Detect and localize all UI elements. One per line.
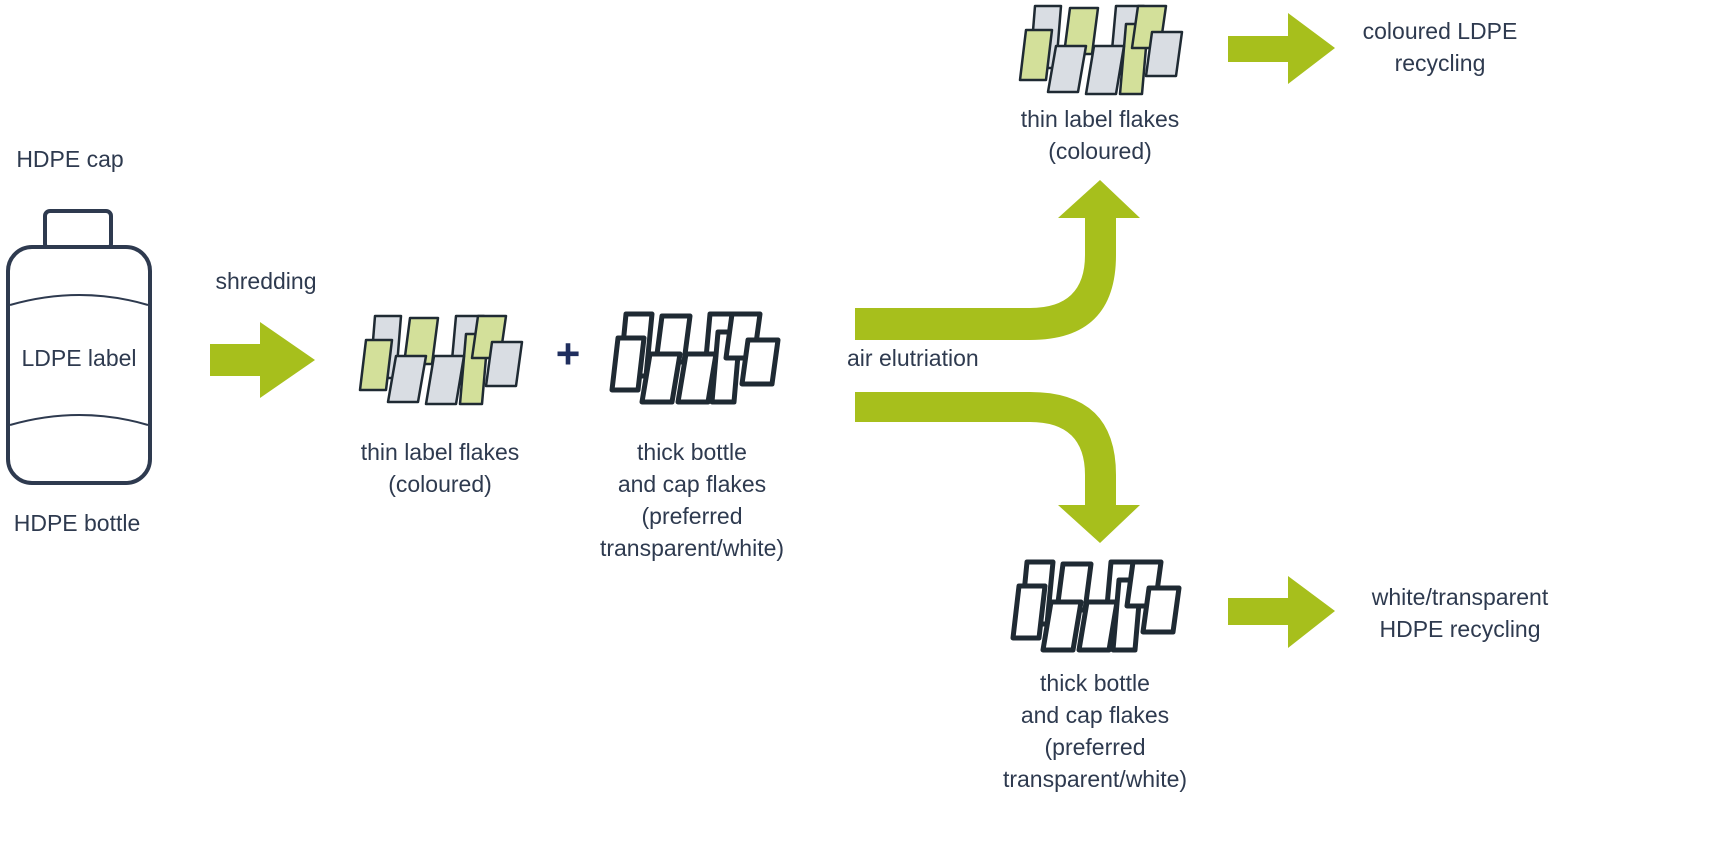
arrow-right-icon <box>1228 576 1335 648</box>
arrow-right-icon <box>210 322 315 398</box>
flake-shape <box>639 351 683 405</box>
thick-flakes-mid-label: thick bottle and cap flakes (preferred t… <box>599 439 785 561</box>
thin-label-flakes-top-label: thin label flakes (coloured) <box>1020 106 1180 164</box>
hdpe-bottle-label: HDPE bottle <box>13 510 141 536</box>
flake-shape <box>1084 44 1126 96</box>
flake-shape <box>1046 44 1088 94</box>
flake-shape <box>1140 585 1182 635</box>
shredding-label: shredding <box>215 268 317 294</box>
flake-shape <box>1010 583 1048 641</box>
thick-flakes-icon <box>609 311 781 405</box>
flake-shape <box>1040 599 1084 653</box>
arrow-right-icon <box>1228 13 1335 84</box>
thin-label-flakes-mid-label: thin label flakes (coloured) <box>360 439 520 497</box>
air-elutriation-label: air elutriation <box>847 345 979 371</box>
hdpe-bottle-icon <box>6 209 152 485</box>
plus-sign: + <box>556 330 581 377</box>
thin-flakes-icon <box>358 314 524 406</box>
flake-shape <box>424 354 466 406</box>
white-hdpe-recycling-label: white/transparent HDPE recycling <box>1371 584 1549 642</box>
flake-shape <box>675 351 719 405</box>
flake-shape <box>484 340 524 388</box>
ldpe-label-label: LDPE label <box>21 345 137 371</box>
flake-shape <box>1018 28 1054 82</box>
flake-shape <box>739 337 781 387</box>
flake-shape <box>386 354 428 404</box>
thin-flakes-icon <box>1018 4 1184 96</box>
coloured-ldpe-recycling-label: coloured LDPE recycling <box>1362 18 1518 76</box>
split-arrow-icon <box>855 180 1140 543</box>
hdpe-cap-label: HDPE cap <box>16 146 124 172</box>
flake-shape <box>1144 30 1184 78</box>
flake-shape <box>1076 599 1120 653</box>
thick-flakes-icon <box>1010 559 1182 653</box>
flake-shape <box>609 335 647 393</box>
thick-flakes-bottom-label: thick bottle and cap flakes (preferred t… <box>1002 670 1188 792</box>
flake-shape <box>358 338 394 392</box>
